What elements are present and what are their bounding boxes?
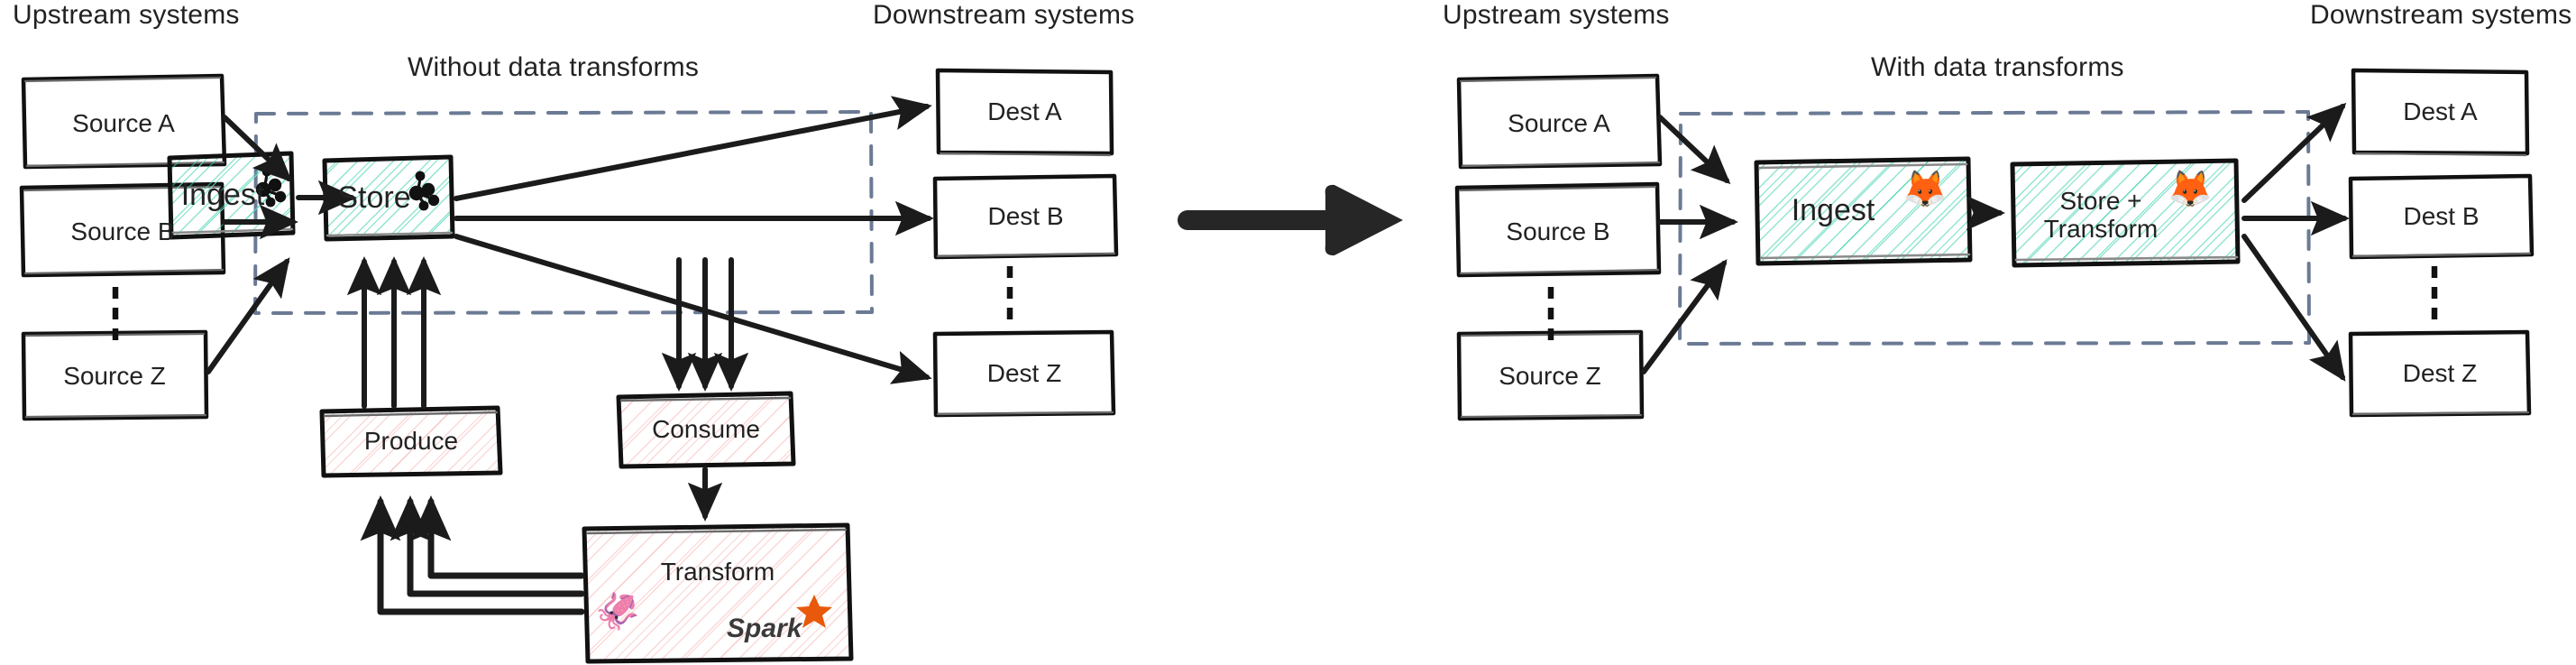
arrows-transform-to-produce bbox=[360, 494, 585, 615]
produce-box bbox=[319, 405, 503, 478]
dest-box-z-left bbox=[932, 329, 1116, 418]
dest-box-a-left bbox=[935, 68, 1114, 157]
arrow-source-a-to-ingest-right bbox=[1657, 115, 1731, 185]
transition-arrow-icon bbox=[1178, 184, 1403, 256]
source-box-z-right bbox=[1456, 329, 1645, 421]
redpanda-icon-store-transform: 🦊 bbox=[2168, 170, 2213, 209]
arrows-store-to-consume bbox=[661, 257, 749, 393]
arrow-source-z-to-ingest-left bbox=[206, 257, 290, 374]
arrow-source-a-to-ingest-left bbox=[222, 115, 293, 183]
transform-box bbox=[582, 522, 854, 664]
panel-title-left: Without data transforms bbox=[408, 52, 700, 82]
flink-icon: 🦑 bbox=[595, 592, 640, 632]
redpanda-icon-ingest: 🦊 bbox=[1902, 170, 1948, 209]
arrows-produce-to-ingest bbox=[346, 255, 442, 409]
panel-title-right: With data transforms bbox=[1871, 52, 2124, 82]
arrow-source-z-to-ingest-right bbox=[1641, 259, 1728, 374]
store-transform-box-right bbox=[2010, 158, 2241, 268]
source-box-a-right bbox=[1456, 73, 1663, 170]
arrow-store-to-dest-z-left bbox=[454, 234, 932, 384]
downstream-systems-label-right: Downstream systems bbox=[2310, 0, 2572, 30]
dest-box-z-right bbox=[2348, 329, 2532, 418]
arrow-store-to-dest-a-right bbox=[2241, 102, 2347, 203]
spark-wordmark: Spark bbox=[727, 614, 802, 643]
source-box-a bbox=[21, 73, 227, 170]
platform-boundary-left bbox=[253, 110, 874, 315]
ingest-box-right bbox=[1754, 156, 1973, 266]
upstream-systems-label-right: Upstream systems bbox=[1443, 0, 1670, 30]
source-box-z bbox=[21, 329, 209, 421]
source-box-b-right bbox=[1454, 181, 1662, 278]
arrow-store-to-dest-z-right bbox=[2241, 234, 2346, 382]
arrow-store-to-dest-a-left bbox=[454, 96, 932, 201]
downstream-systems-label-left: Downstream systems bbox=[873, 0, 1135, 30]
spark-icon bbox=[735, 591, 843, 645]
dest-box-b-left bbox=[932, 173, 1119, 260]
upstream-systems-label-left: Upstream systems bbox=[13, 0, 240, 30]
dest-box-a-right bbox=[2351, 68, 2530, 157]
kafka-icon-store-left bbox=[408, 171, 440, 211]
dest-box-b-right bbox=[2348, 173, 2535, 260]
consume-box bbox=[616, 391, 796, 469]
